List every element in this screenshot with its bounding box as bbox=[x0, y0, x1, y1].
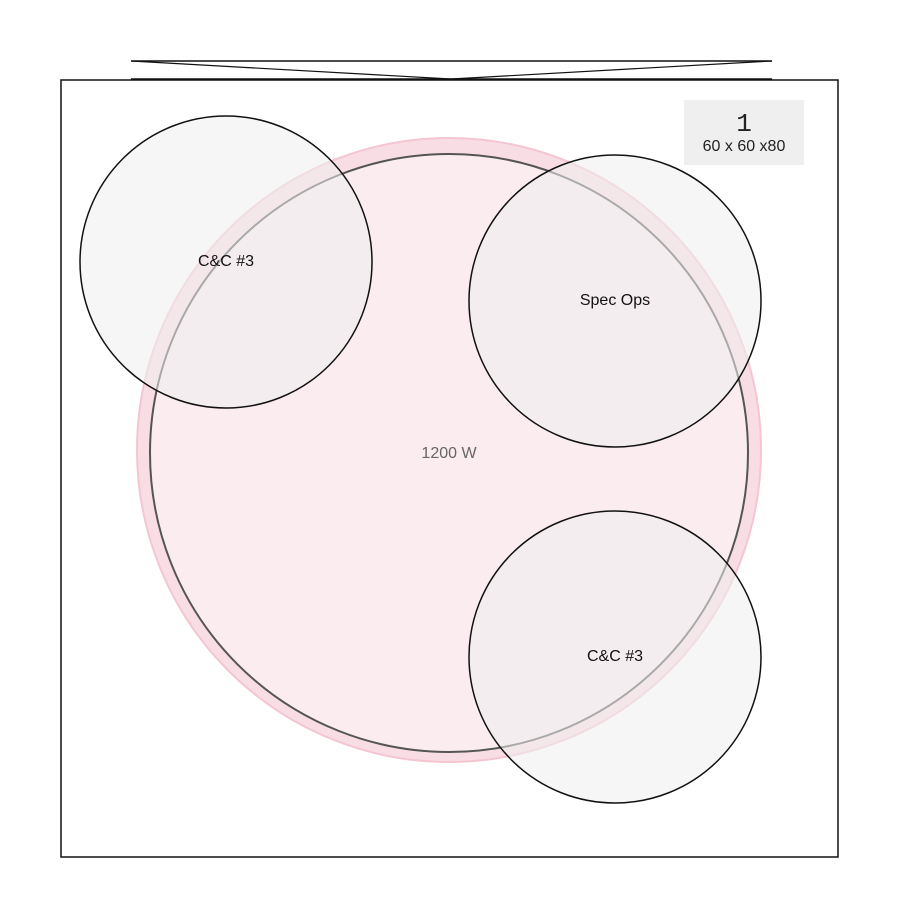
circle-cc3-top-left bbox=[79, 115, 373, 409]
booth-tag-dimensions: 60 x 60 x80 bbox=[703, 138, 786, 155]
circle-cc3-bottom-right bbox=[468, 510, 762, 804]
circle-label: C&C #3 bbox=[587, 648, 643, 665]
power-zone-label: 1200 W bbox=[421, 445, 477, 462]
booth-tag-background bbox=[684, 100, 804, 165]
circle-label: Spec Ops bbox=[580, 292, 650, 309]
booth-tag-number: 1 bbox=[736, 109, 752, 139]
booth-tag: 1 60 x 60 x80 bbox=[684, 100, 804, 165]
circle-label: C&C #3 bbox=[198, 253, 254, 270]
top-trim bbox=[130, 60, 773, 80]
circle-spec-ops bbox=[468, 154, 762, 448]
